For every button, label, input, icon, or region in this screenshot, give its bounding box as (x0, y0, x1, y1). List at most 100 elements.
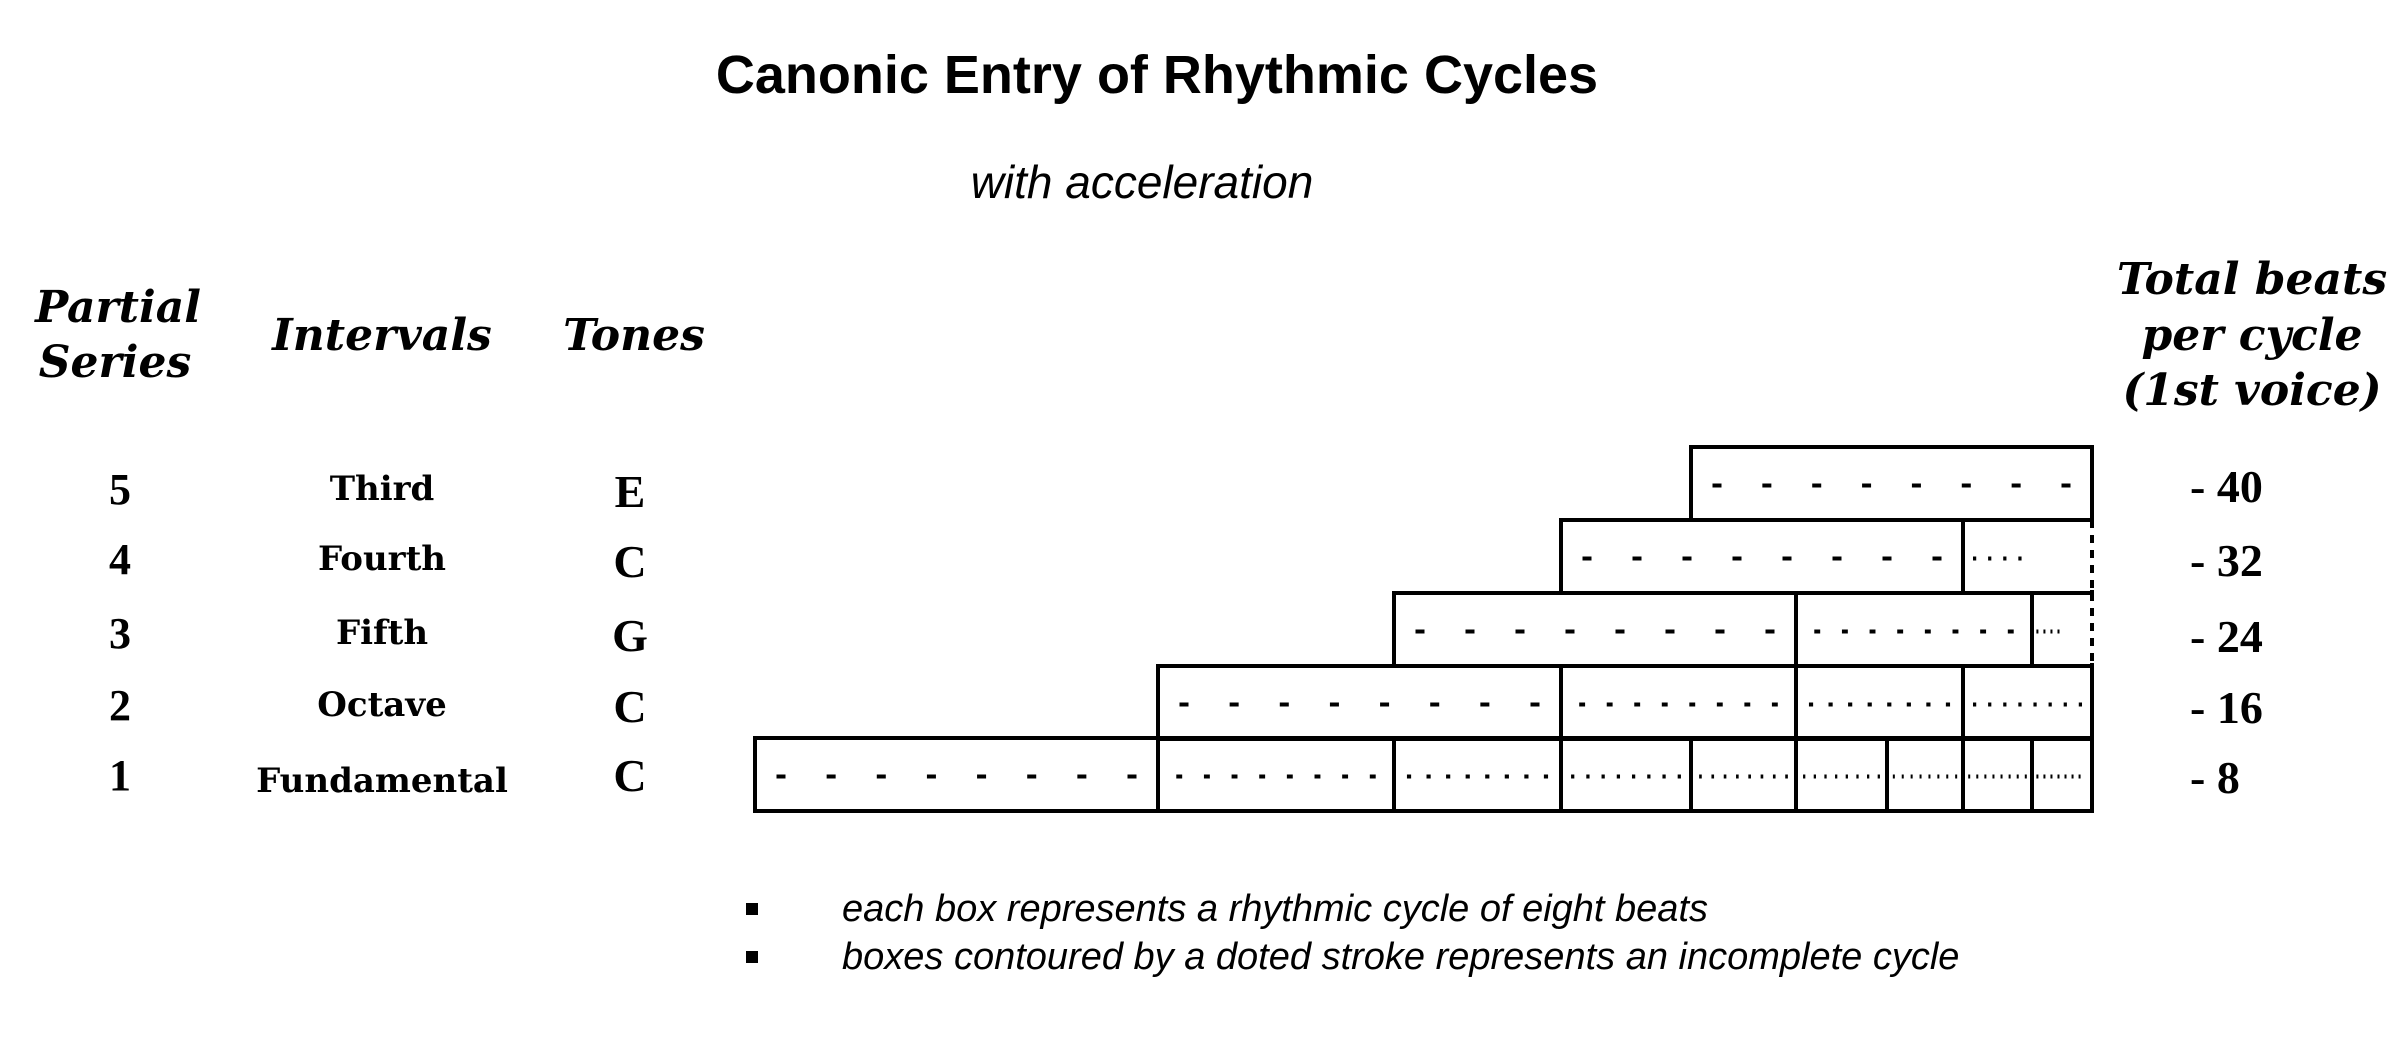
beat-dot (926, 774, 936, 779)
note-bullet-2 (746, 951, 758, 963)
beat-dot (2011, 483, 2021, 488)
cycle-box-p1-c5 (1689, 736, 1798, 813)
beat-dot (1665, 629, 1675, 634)
beat-dot (1601, 774, 1605, 779)
beat-dot (1689, 702, 1696, 707)
row-3-tone: G (612, 610, 648, 661)
row-2-interval: Octave (317, 685, 446, 725)
beat-dot (1946, 774, 1949, 779)
cycle-box-p4-c2 (1961, 518, 2094, 595)
beat-dot (1803, 774, 1806, 779)
beat-dot (1446, 774, 1451, 779)
beat-dot (2061, 483, 2071, 488)
beat-dot (1682, 556, 1692, 561)
row-1-total: - 8 (2190, 752, 2240, 803)
beat-dot (1808, 702, 1814, 707)
beat-dot (1812, 483, 1822, 488)
beat-dot (2016, 774, 2019, 779)
beat-dot (1832, 556, 1842, 561)
beat-dot (1415, 629, 1425, 634)
beat-dot (1877, 774, 1880, 779)
beat-dot (1887, 702, 1892, 707)
beat-dot (1928, 774, 1931, 779)
beat-dot (1465, 774, 1470, 779)
cycle-box-p3-c1 (1392, 591, 1798, 668)
beat-dot (1824, 774, 1827, 779)
beat-dot (1835, 774, 1838, 779)
beat-dot (1426, 774, 1431, 779)
beat-dot (1279, 702, 1289, 707)
beat-dot (1968, 774, 1971, 779)
beat-dot (1845, 774, 1848, 779)
beat-dot (2036, 774, 2039, 779)
cycle-box-p2-c1 (1156, 664, 1563, 741)
beat-dot (1127, 774, 1137, 779)
beat-dot (776, 774, 786, 779)
beat-dot (1945, 702, 1951, 707)
row-5-partial: 5 (109, 465, 131, 514)
beat-dot (1314, 774, 1321, 779)
row-5-total: - 40 (2190, 461, 2263, 512)
beat-dot (1848, 702, 1853, 707)
beat-dot (1984, 774, 1987, 779)
beat-dot (2057, 629, 2060, 634)
beat-dot (1937, 774, 1940, 779)
beat-dot (1504, 774, 1509, 779)
row-1-interval: Fundamental (256, 761, 508, 801)
beat-dot (1515, 629, 1525, 634)
beat-dot (1615, 629, 1625, 634)
beat-dot (1952, 629, 1959, 634)
row-2-total: - 16 (2190, 682, 2263, 733)
beat-dot (1869, 629, 1876, 634)
beat-dot (1924, 629, 1931, 634)
beat-dot (1926, 702, 1931, 707)
beat-dot (2003, 556, 2007, 561)
cycle-box-p1-c7 (1885, 736, 1965, 813)
row-2-tone: C (613, 681, 646, 732)
beat-dot (1897, 629, 1904, 634)
beat-dot (2078, 702, 2083, 707)
header-total-beats-line-3: (1st voice) (2122, 365, 2381, 416)
beat-dot (1980, 629, 1987, 634)
cycle-box-p1-c1 (753, 736, 1160, 813)
row-1-tone: C (613, 750, 646, 801)
beat-dot (1772, 774, 1776, 779)
row-3-interval: Fifth (336, 613, 428, 653)
beat-dot (1530, 702, 1540, 707)
cycle-box-p1-c2 (1156, 736, 1396, 813)
beat-dot (1955, 774, 1958, 779)
beat-dot (826, 774, 836, 779)
cycle-box-p4-c1 (1559, 518, 1965, 595)
cycle-box-p1-c4 (1559, 736, 1693, 813)
beat-dot (1406, 774, 1412, 779)
diagram-subtitle: with acceleration (971, 156, 1314, 208)
beat-dot (1203, 774, 1210, 779)
beat-dot (1906, 702, 1911, 707)
beat-dot (1782, 556, 1792, 561)
beat-dot (1524, 774, 1529, 779)
beat-dot (1785, 774, 1788, 779)
cycle-box-p2-c4 (1961, 664, 2094, 741)
beat-dot (2033, 702, 2037, 707)
beat-dot (2057, 774, 2060, 779)
beat-dot (876, 774, 886, 779)
beat-dot (1760, 774, 1764, 779)
cycle-box-p2-c2 (1559, 664, 1798, 741)
beat-dot (1369, 774, 1376, 779)
header-partial-series-line-1: Partial (33, 282, 201, 333)
beat-dot (1988, 556, 1992, 561)
beat-dot (1176, 774, 1183, 779)
row-5-interval: Third (330, 469, 435, 509)
beat-dot (2071, 774, 2074, 779)
beat-dot (1231, 774, 1238, 779)
beat-dot (1961, 483, 1971, 488)
header-total-beats-line-1: Total beats (2117, 254, 2387, 305)
beat-dot (1732, 556, 1742, 561)
beat-dot (2043, 629, 2046, 634)
row-3-total: - 24 (2190, 611, 2263, 662)
cycle-box-p2-c3 (1794, 664, 1965, 741)
note-1: each box represents a rhythmic cycle of … (842, 888, 1708, 930)
beat-dot (1632, 556, 1642, 561)
beat-dot (1606, 702, 1613, 707)
beat-dot (1342, 774, 1349, 779)
